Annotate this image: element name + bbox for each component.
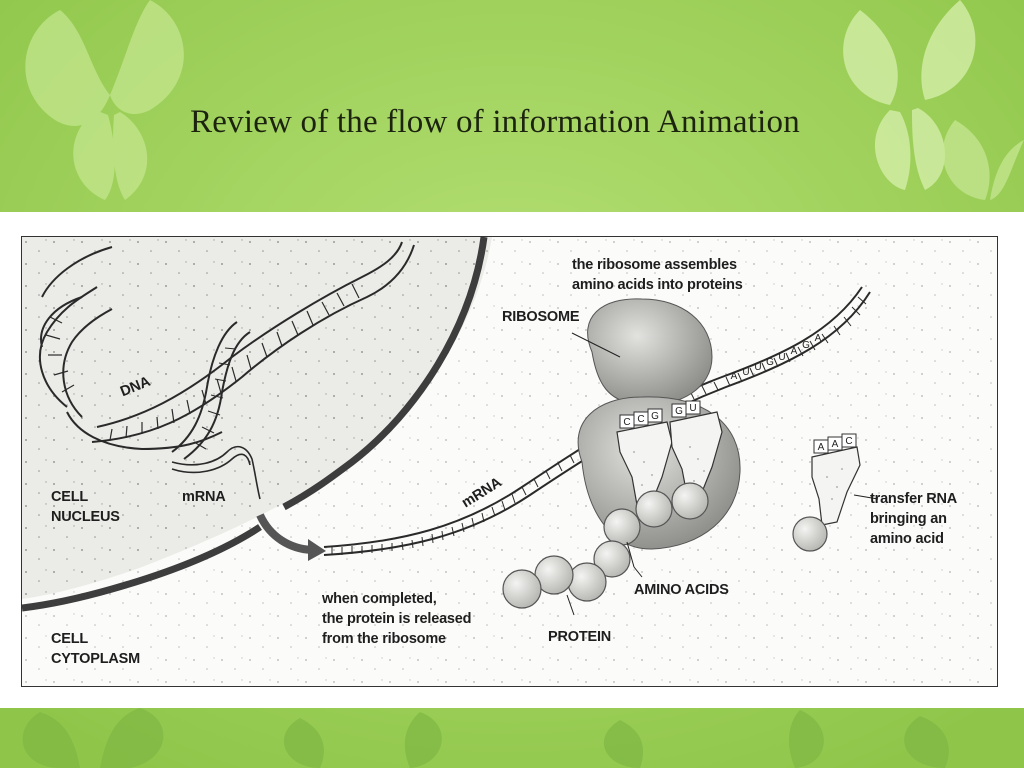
codon-base: G [651, 411, 659, 422]
codon-base: A [791, 346, 798, 357]
caption-line: transfer RNA [870, 491, 958, 507]
leader-lines [566, 332, 879, 616]
caption-line: bringing an [870, 511, 947, 527]
codon-base: G [766, 357, 774, 368]
transfer-rna-caption: transfer RNA bringing an amino acid [870, 489, 957, 549]
anticodon-base: A [832, 439, 839, 450]
butterfly-icon [942, 120, 1024, 200]
transfer-rna: A A C [792, 433, 861, 552]
mrna-strand-nucleus [171, 445, 261, 500]
ribosome-caption: the ribosome assembles amino acids into … [572, 255, 743, 295]
caption-line: amino acids into proteins [572, 277, 743, 293]
cell-nucleus-label: CELL NUCLEUS [51, 487, 120, 527]
codon-base: U [742, 367, 749, 378]
caption-line: the protein is released [322, 611, 472, 627]
codon-base: C [623, 417, 630, 428]
butterfly-icon [25, 0, 184, 200]
ribosome-label: RIBOSOME [502, 309, 580, 325]
label-line: CELL [51, 631, 89, 647]
protein-chain [502, 482, 709, 609]
codon-base: A [815, 333, 822, 344]
codon-base: U [689, 403, 696, 414]
codon-base: U [778, 352, 785, 363]
label-line: CELL [51, 489, 89, 505]
mrna-nucleus-label: mRNA [182, 489, 226, 505]
protein-released-caption: when completed, the protein is released … [322, 589, 472, 649]
caption-line: amino acid [870, 531, 944, 547]
butterfly-icon [843, 0, 976, 190]
codon-base: G [802, 340, 810, 351]
codon-base: U [754, 362, 761, 373]
protein-label: PROTEIN [548, 629, 612, 645]
codon-base: A [731, 371, 738, 382]
label-line: CYTOPLASM [51, 651, 140, 667]
export-arrow-icon [256, 513, 326, 561]
codon-base: C [637, 414, 644, 425]
caption-line: the ribosome assembles [572, 257, 737, 273]
dna-helix [38, 241, 415, 460]
figure-panel: C C G G U A U U G U A G A [0, 212, 1024, 708]
label-line: NUCLEUS [51, 509, 120, 525]
diagram-drawing: C C G G U A U U G U A G A [22, 237, 997, 686]
caption-line: when completed, [322, 591, 437, 607]
codon-base: G [675, 406, 683, 417]
slide-title: Review of the flow of information Animat… [190, 104, 800, 140]
protein-synthesis-diagram: C C G G U A U U G U A G A [21, 236, 998, 687]
cell-nucleus [22, 237, 492, 612]
caption-line: from the ribosome [322, 631, 446, 647]
butterfly-icon [22, 708, 949, 768]
anticodon-base: C [845, 436, 852, 447]
mrna-codons: A U U G U A G A [731, 333, 822, 382]
amino-acids-label: AMINO ACIDS [634, 582, 729, 598]
anticodon-base: A [818, 442, 825, 453]
cell-cytoplasm-label: CELL CYTOPLASM [51, 629, 140, 669]
